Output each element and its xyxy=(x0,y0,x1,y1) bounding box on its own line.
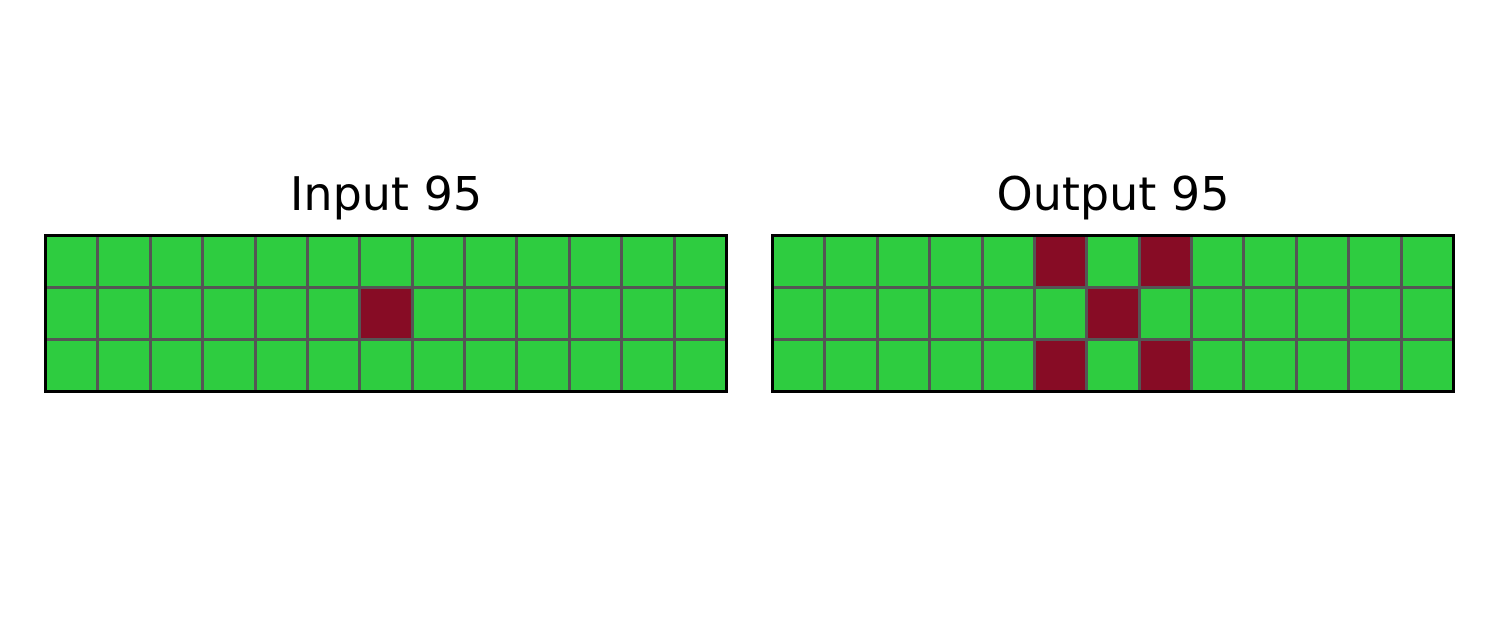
grid-cell xyxy=(518,289,568,338)
grid-cell xyxy=(1245,341,1295,390)
grid-cell xyxy=(1297,289,1348,338)
grid-cell xyxy=(623,341,673,390)
grid-cell xyxy=(204,341,254,390)
grid-cell xyxy=(1140,289,1191,338)
input-panel: Input 95 xyxy=(44,166,728,393)
grid-cell xyxy=(256,289,306,338)
grid-cell xyxy=(1035,341,1086,390)
grid-cell xyxy=(826,341,876,390)
grid-cell xyxy=(983,237,1033,286)
grid-cell xyxy=(675,289,725,338)
grid-cell xyxy=(570,341,621,390)
grid-cell xyxy=(308,341,359,390)
grid-cell xyxy=(1350,341,1400,390)
grid-cell xyxy=(204,237,254,286)
grid-cell xyxy=(1297,237,1348,286)
grid-cell xyxy=(1245,237,1295,286)
grid-cell xyxy=(99,289,149,338)
grid-cell xyxy=(1245,289,1295,338)
grid-cell xyxy=(47,341,97,390)
grid-cell xyxy=(826,289,876,338)
grid-cell xyxy=(878,341,929,390)
grid-cell xyxy=(1193,237,1243,286)
grid-cell xyxy=(361,237,411,286)
grid-cell xyxy=(1140,237,1191,286)
grid-cell xyxy=(931,341,981,390)
grid-cell xyxy=(1088,341,1138,390)
grid-cell xyxy=(931,237,981,286)
grid-cell xyxy=(413,289,464,338)
grid-cell xyxy=(1402,237,1452,286)
grid-cell xyxy=(1297,341,1348,390)
grid-cell xyxy=(623,289,673,338)
grid-cell xyxy=(151,237,202,286)
grid-cell xyxy=(1402,341,1452,390)
grid-cell xyxy=(1035,289,1086,338)
grid-cell xyxy=(518,341,568,390)
grid-cell xyxy=(570,289,621,338)
input-title: Input 95 xyxy=(289,167,483,221)
grid-cell xyxy=(623,237,673,286)
grid-cell xyxy=(256,237,306,286)
grid-cell xyxy=(361,289,411,338)
grid-cell xyxy=(413,237,464,286)
grid-cell xyxy=(878,289,929,338)
grid-cell xyxy=(774,237,824,286)
grid-cell xyxy=(1140,341,1191,390)
grid-cell xyxy=(983,289,1033,338)
grid-cell xyxy=(413,341,464,390)
grid-cell xyxy=(1088,289,1138,338)
output-grid xyxy=(771,234,1455,393)
grid-cell xyxy=(151,289,202,338)
grid-cell xyxy=(1088,237,1138,286)
grid-cell xyxy=(1035,237,1086,286)
grid-cell xyxy=(99,341,149,390)
grid-cell xyxy=(308,237,359,286)
grid-cell xyxy=(675,341,725,390)
grid-cell xyxy=(983,341,1033,390)
grid-cell xyxy=(361,341,411,390)
input-grid xyxy=(44,234,728,393)
grid-cell xyxy=(878,237,929,286)
grid-cell xyxy=(308,289,359,338)
grid-cell xyxy=(466,237,516,286)
grid-cell xyxy=(1193,289,1243,338)
grid-cell xyxy=(1402,289,1452,338)
grid-cell xyxy=(826,237,876,286)
grid-cell xyxy=(1193,341,1243,390)
grid-cell xyxy=(47,289,97,338)
output-panel: Output 95 xyxy=(771,166,1455,393)
grid-cell xyxy=(466,289,516,338)
grid-cell xyxy=(518,237,568,286)
grid-cell xyxy=(1350,289,1400,338)
grid-cell xyxy=(1350,237,1400,286)
grid-cell xyxy=(931,289,981,338)
grid-cell xyxy=(151,341,202,390)
grid-cell xyxy=(466,341,516,390)
grid-cell xyxy=(47,237,97,286)
grid-cell xyxy=(204,289,254,338)
grid-cell xyxy=(774,289,824,338)
output-title: Output 95 xyxy=(996,167,1230,221)
grid-cell xyxy=(774,341,824,390)
grid-cell xyxy=(99,237,149,286)
grid-cell xyxy=(256,341,306,390)
grid-cell xyxy=(675,237,725,286)
grid-cell xyxy=(570,237,621,286)
